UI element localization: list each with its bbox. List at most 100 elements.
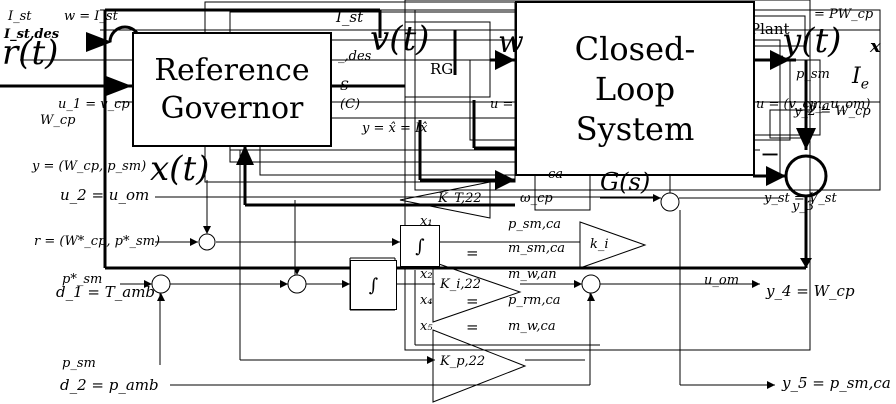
- integrator-symbol-2: ∫: [368, 274, 379, 296]
- label-d1: d_1 = T_amb: [56, 283, 156, 301]
- reference-governor-block: Reference Governor: [132, 32, 332, 147]
- closed-loop-line-2: Loop: [594, 69, 676, 108]
- label-k-t22: K_T,22: [438, 191, 482, 206]
- label-y5: y_5 = p_sm,ca: [782, 374, 891, 392]
- label-i-st-3: I_st: [336, 8, 364, 26]
- state-eq-1: =: [466, 244, 479, 262]
- label-ca-frag: ca: [548, 167, 564, 182]
- sum-junction-4: [660, 192, 680, 212]
- state-eq-5: =: [466, 318, 479, 336]
- arrow-r-in-sum: [190, 238, 198, 246]
- reference-governor-line-1: Reference: [154, 53, 310, 88]
- state-m-sm-ca: m_sm,ca: [508, 241, 565, 256]
- signal-ie-sub: e: [860, 76, 869, 93]
- gain-ki22-triangle: [432, 261, 522, 323]
- label-u2: u_2 = u_om: [60, 186, 150, 204]
- gain-kt22-triangle: [399, 181, 491, 219]
- sum-junction-3: [581, 274, 601, 294]
- arrow-psm-up: [157, 293, 165, 301]
- arrow-y-down: [796, 128, 816, 150]
- label-k-p22: K_p,22: [440, 354, 486, 369]
- sum-junction-2: [287, 274, 307, 294]
- label-ya: y_a: [808, 99, 830, 114]
- label-p-sm-star: p*_sm: [62, 272, 103, 287]
- label-u-minus: u =: [490, 97, 514, 112]
- integrator-block-1: ∫: [400, 225, 440, 267]
- sum-minus-sign: −: [760, 140, 781, 168]
- arrow-y5-out: [767, 381, 775, 389]
- state-x2: x₂: [420, 267, 433, 282]
- signal-v-t: v(t): [370, 19, 430, 59]
- arrow-top-left: [86, 32, 112, 52]
- label-i-st-des: I_st,des: [4, 27, 60, 42]
- arrow-feedback: [800, 258, 812, 268]
- label-w-cp: W_cp: [40, 113, 76, 128]
- signal-x-bold: x: [870, 36, 881, 57]
- label-u-eq: u = (v_cm, u_om): [756, 97, 871, 112]
- state-x4: x₄: [420, 293, 433, 308]
- arrow-d2-up: [587, 293, 595, 301]
- signal-x-t: x(t): [150, 149, 210, 189]
- arrow-sum5-in: [653, 194, 661, 202]
- arrow-int-in: [392, 238, 400, 246]
- arrow-x-up: [236, 145, 254, 165]
- state-x1: x₁: [420, 214, 433, 229]
- arrow-uom-out: [752, 280, 760, 288]
- label-y-st: y_st = V_st: [764, 191, 837, 206]
- state-p-rm-ca: p_rm,ca: [508, 293, 561, 308]
- label-w-i-st: w = I_st: [64, 9, 118, 24]
- signal-ie-base: I: [852, 64, 861, 89]
- state-p-sm-ca: p_sm,ca: [508, 217, 561, 232]
- closed-loop-line-1: Closed-: [574, 29, 696, 68]
- state-m-w-ca: m_w,ca: [508, 319, 556, 334]
- label-p-sm-top: p_sm: [796, 67, 830, 82]
- arrow-kp22-in: [427, 356, 435, 364]
- signal-w: w: [498, 25, 524, 60]
- arrow-sum1-in: [144, 280, 152, 288]
- arrow-int2-in: [342, 280, 350, 288]
- label-s-frag: S: [340, 79, 349, 94]
- state-m-w-an: m_w,an: [508, 267, 557, 282]
- label-k-i: k_i: [590, 237, 609, 252]
- label-k-i22: K_i,22: [440, 277, 482, 292]
- label-p-sm-bot: p_sm: [62, 356, 96, 371]
- label-pw-cp: = PW_cp: [814, 7, 874, 22]
- integrator-block-2: ∫: [350, 260, 397, 310]
- label-u-om: u_om: [704, 273, 740, 288]
- signal-y-t: y(t): [782, 21, 842, 61]
- state-x5: x₅: [420, 319, 433, 334]
- arrow-v-in: [495, 50, 515, 70]
- gain-ki-triangle: [579, 221, 647, 269]
- label-des-frag: _,des: [338, 49, 372, 64]
- label-d2: d_2 = p_amb: [60, 376, 159, 394]
- small-box-right: [769, 109, 811, 139]
- wire-frame-back-6: [404, 0, 811, 351]
- arrow-inner-in: [495, 170, 515, 190]
- arrow-y-out: [770, 50, 790, 70]
- gs-label: G(s): [600, 168, 651, 196]
- closed-loop-system-block: Closed- Loop System: [515, 1, 755, 176]
- arrow-sum-big-in: [766, 166, 786, 186]
- integrator-symbol-1: ∫: [415, 235, 425, 257]
- arrow-sum2-down: [293, 267, 301, 275]
- arrow-sum2-in: [280, 280, 288, 288]
- label-c-frag: (C): [340, 97, 361, 112]
- label-y2: y_2 = W_cp: [794, 104, 871, 119]
- plant-small-label: Plant: [750, 20, 790, 38]
- gain-kp22-triangle: [432, 329, 527, 403]
- arrow-sum3-in: [574, 280, 582, 288]
- label-i-st-1: I_st: [8, 9, 32, 24]
- arrow-r-in: [106, 76, 132, 96]
- state-eq-4: =: [466, 292, 479, 310]
- label-y3: y_3: [792, 199, 815, 214]
- label-y4: y_4 = W_cp: [766, 282, 855, 300]
- label-r-ref: r = (W*_cp, p*_sm): [34, 234, 161, 249]
- closed-loop-line-3: System: [575, 109, 695, 148]
- rg-small-label: RG: [430, 60, 454, 78]
- label-omega-cp: ω_cp: [520, 191, 553, 206]
- sum-junction-r: [198, 233, 216, 251]
- label-y-wcp-psm: y = (W_cp, p_sm): [32, 159, 147, 174]
- signal-r-t: r(t): [2, 33, 59, 73]
- reference-governor-line-2: Governor: [160, 90, 304, 126]
